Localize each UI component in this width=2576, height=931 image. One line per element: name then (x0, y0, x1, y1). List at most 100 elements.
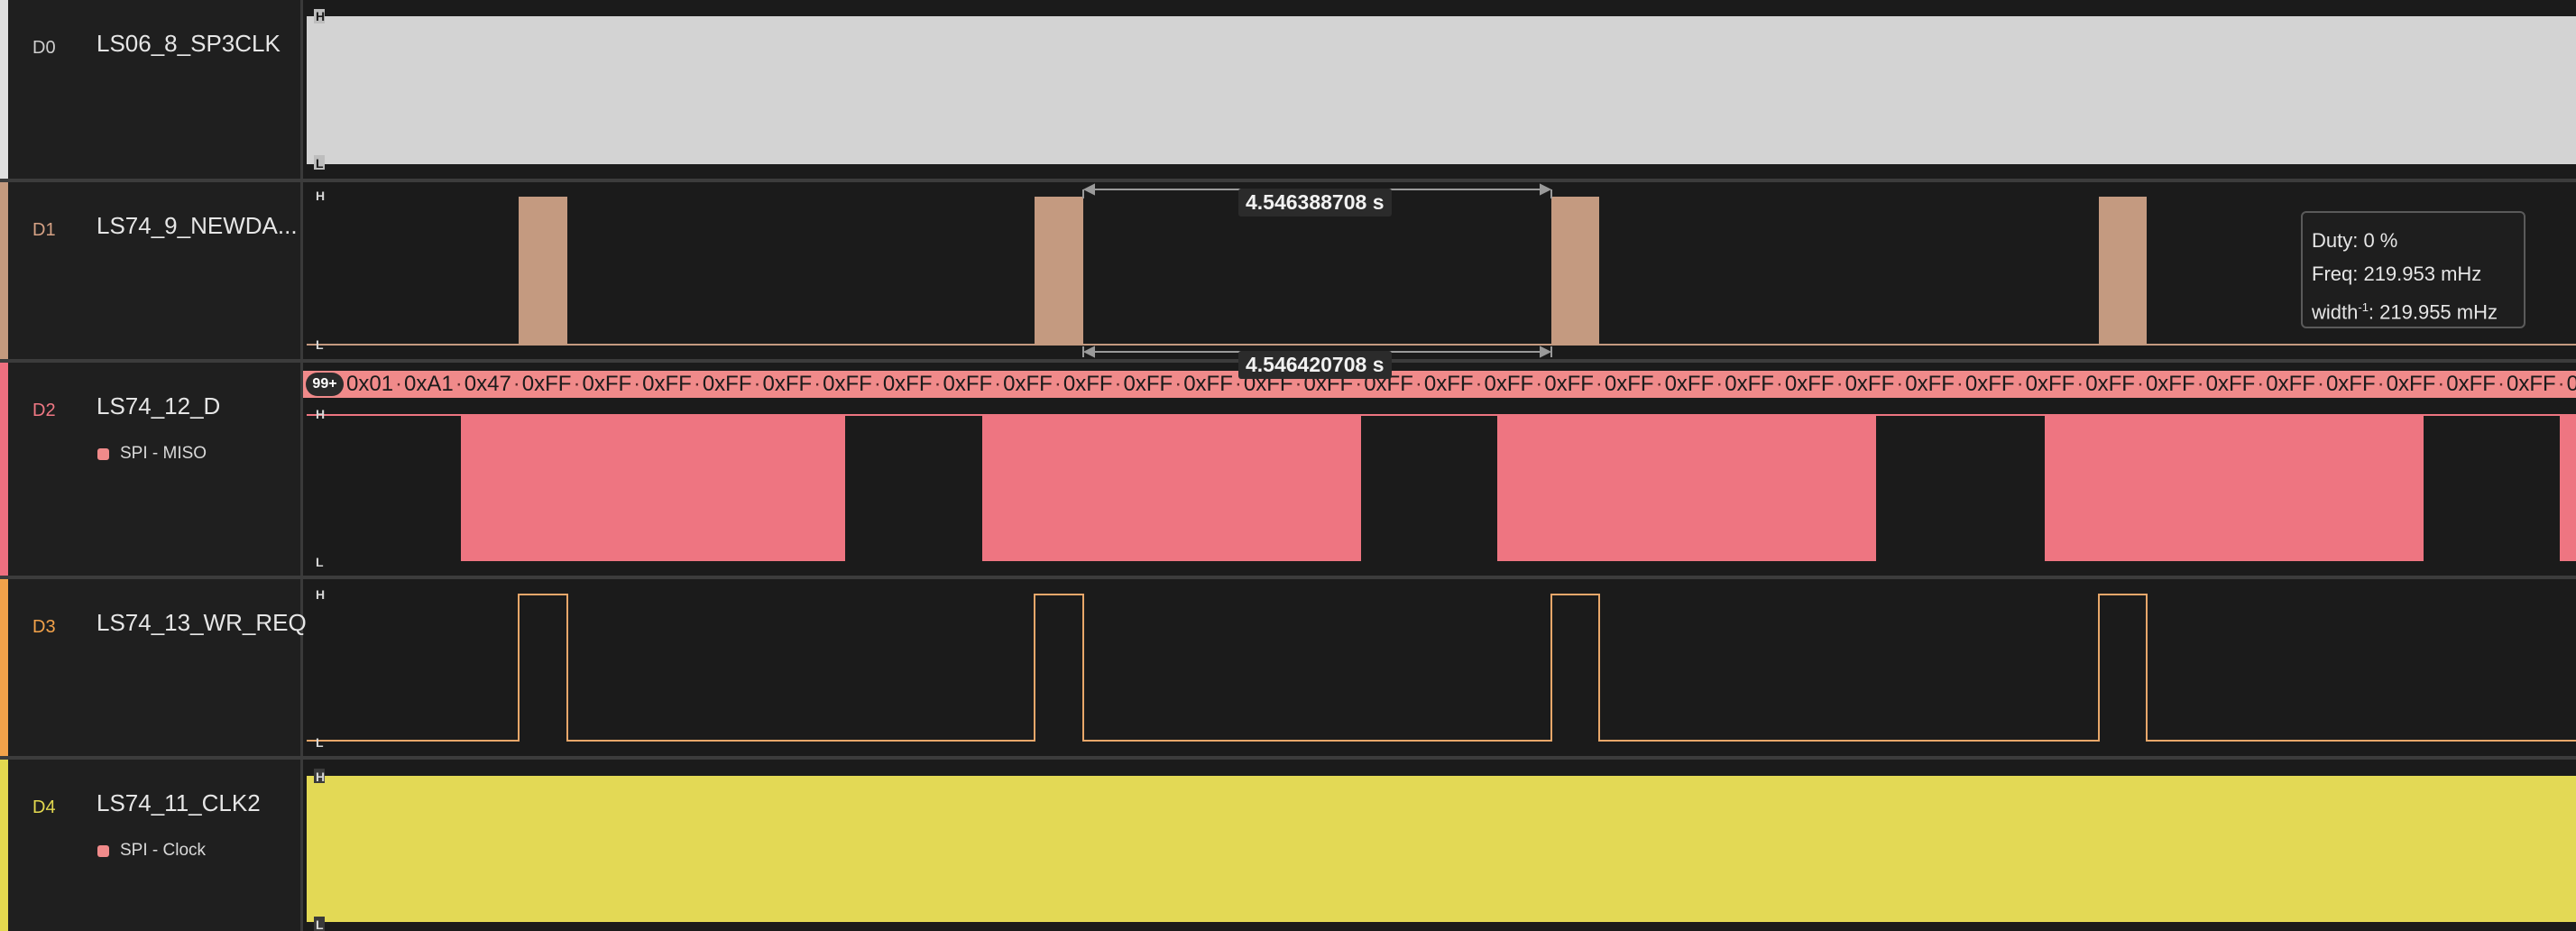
analyzer-color-dot (97, 447, 109, 460)
decoded-byte[interactable]: 0xFF (882, 372, 933, 396)
channel-code: D2 (32, 401, 56, 420)
byte-separator: · (1775, 372, 1783, 396)
decoded-byte[interactable]: 0xFF (521, 372, 572, 396)
decoded-byte[interactable]: 0xFF (582, 372, 632, 396)
measurement-top-label[interactable]: 4.546388708 s (1238, 189, 1392, 217)
decoder-bar[interactable] (303, 371, 2576, 398)
decoded-byte[interactable]: 0xFF (2446, 372, 2496, 396)
decoded-byte[interactable]: 0xFF (1423, 372, 1474, 396)
byte-separator: · (2557, 372, 2565, 396)
channel-code: D1 (32, 220, 56, 240)
byte-separator: · (1955, 372, 1964, 396)
decoded-byte[interactable]: 0xFF (1664, 372, 1715, 396)
d0-low-marker: L (316, 156, 324, 171)
decoded-byte[interactable]: 0xFF (2145, 372, 2195, 396)
d1-low-marker: L (316, 337, 324, 352)
decoded-byte[interactable]: 0xFF (1604, 372, 1654, 396)
channel-code: D3 (32, 617, 56, 637)
channel-name[interactable]: LS74_11_CLK2 (97, 789, 261, 816)
level-markers: H L H L H L H L H L (314, 9, 325, 931)
decoded-byte[interactable]: 0xFF (1784, 372, 1835, 396)
d2-data-burst (461, 415, 845, 561)
decoded-byte[interactable]: 0x01 (346, 372, 394, 396)
channel-code: D0 (32, 38, 56, 58)
d1-high-marker: H (316, 189, 325, 203)
byte-separator: · (1355, 372, 1363, 396)
channel-label-d0[interactable]: D0 LS06_8_SP3CLK (0, 0, 303, 179)
channel-name[interactable]: LS74_9_NEWDA... (97, 212, 298, 239)
row-separator[interactable] (0, 576, 2576, 579)
channel-color-stripe (0, 579, 8, 756)
byte-separator: · (2257, 372, 2265, 396)
row-separator[interactable] (0, 756, 2576, 760)
byte-separator: · (395, 372, 403, 396)
decoded-byte[interactable]: 0xFF (2205, 372, 2256, 396)
channel-name[interactable]: LS74_12_D (97, 392, 221, 419)
byte-separator: · (1234, 372, 1242, 396)
decoded-byte[interactable]: 0xFF (2266, 372, 2315, 396)
byte-separator: · (633, 372, 641, 396)
decoded-byte[interactable]: 0x47 (464, 372, 511, 396)
decoded-byte[interactable]: 0xFF (2325, 372, 2376, 396)
d0-signal-high (307, 16, 2576, 164)
decoded-byte[interactable]: 0xFF (642, 372, 692, 396)
decoded-byte[interactable]: 0xA1 (404, 372, 454, 396)
tooltip-width-sup: -1 (2358, 300, 2369, 314)
decoded-byte[interactable]: 0xFF (2085, 372, 2135, 396)
decoded-byte[interactable]: 0xFF (1063, 372, 1113, 396)
measurement-bottom-label[interactable]: 4.546420708 s (1238, 351, 1392, 379)
byte-separator: · (2076, 372, 2084, 396)
d4-low-marker: L (316, 917, 324, 931)
analyzer-name: SPI - Clock (120, 841, 207, 860)
d2-data-burst (2045, 415, 2424, 561)
decoded-byte[interactable]: 0xFF (1183, 372, 1233, 396)
decoded-byte[interactable]: 0xFF (2506, 372, 2556, 396)
decoded-byte[interactable]: 0xFF (1003, 372, 1053, 396)
decoded-byte[interactable]: 0xFF (702, 372, 752, 396)
decoded-byte[interactable]: 0xFF (1725, 372, 1774, 396)
d3-signal-trace (307, 594, 2576, 742)
decoded-byte[interactable]: 0xFF (1484, 372, 1534, 396)
channel-color-stripe (0, 182, 8, 359)
row-separator[interactable] (0, 179, 2576, 182)
channel-name[interactable]: LS06_8_SP3CLK (97, 30, 281, 57)
channel-name[interactable]: LS74_13_WR_REQ (97, 609, 307, 636)
decoded-byte[interactable]: 0xFF (2386, 372, 2436, 396)
byte-separator: · (2316, 372, 2324, 396)
decoded-byte[interactable]: 0xFF (2025, 372, 2075, 396)
tooltip-width-value: : 219.955 mHz (2368, 300, 2498, 324)
tooltip-width: width-1: 219.955 mHz (2312, 290, 2515, 328)
channel-label-d2[interactable]: D2 LS74_12_D SPI - MISO (0, 363, 303, 576)
analyzer-tag-spi-clock[interactable]: SPI - Clock (97, 841, 206, 861)
d2-data-burst (1497, 415, 1876, 561)
channel-color-stripe (0, 760, 8, 931)
byte-separator: · (2016, 372, 2024, 396)
decoded-byte[interactable]: 0xFF (2566, 372, 2576, 396)
channel-color-stripe (0, 0, 8, 179)
decoded-byte[interactable]: 0xFF (1845, 372, 1895, 396)
byte-separator: · (1535, 372, 1543, 396)
decoded-byte[interactable]: 0xFF (943, 372, 993, 396)
decoder-count-badge[interactable]: 99+ (306, 373, 344, 396)
decoder-bytes[interactable]: 0x01·0xA1·0x47·0xFF·0xFF·0xFF·0xFF·0xFF·… (346, 371, 2576, 398)
decoded-byte[interactable]: 0xFF (1544, 372, 1594, 396)
tooltip-freq: Freq: 219.953 mHz (2312, 263, 2482, 285)
d4-signal-high (307, 776, 2576, 922)
channel-label-d1[interactable]: D1 LS74_9_NEWDA... (0, 182, 303, 359)
decoded-byte[interactable]: 0xFF (823, 372, 872, 396)
decoded-byte[interactable]: 0xFF (1964, 372, 2015, 396)
decoded-byte[interactable]: 0xFF (1905, 372, 1955, 396)
channel-label-d4[interactable]: D4 LS74_11_CLK2 SPI - Clock (0, 760, 303, 931)
decoded-byte[interactable]: 0xFF (1123, 372, 1173, 396)
channel-code: D4 (32, 797, 56, 817)
analyzer-tag-spi-miso[interactable]: SPI - MISO (97, 444, 207, 464)
byte-separator: · (2377, 372, 2385, 396)
byte-separator: · (934, 372, 942, 396)
byte-separator: · (1475, 372, 1483, 396)
byte-separator: · (1053, 372, 1062, 396)
byte-separator: · (1414, 372, 1422, 396)
decoded-byte[interactable]: 0xFF (762, 372, 813, 396)
d3-low-marker: L (316, 735, 324, 750)
channel-label-d3[interactable]: D3 LS74_13_WR_REQ (0, 579, 307, 756)
